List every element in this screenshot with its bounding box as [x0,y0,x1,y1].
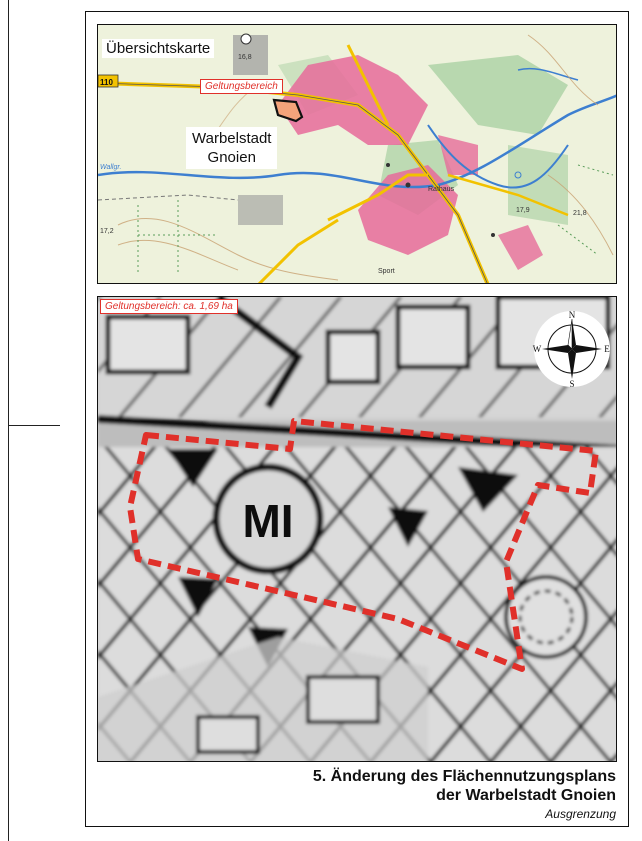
detail-map: MI Geltungsbereich: ca. 1,69 ha N S E W [97,296,617,762]
overview-map-title: Übersichtskarte [102,39,215,58]
town-name-label: Warbelstadt Gnoien [186,127,278,169]
scope-label-overview: Geltungsbereich [200,79,283,94]
town-name-line2: Gnoien [207,149,256,166]
fold-mark [8,425,60,426]
road-number-label: 110 [100,78,113,87]
compass-west-label: W [533,344,542,354]
place-label: Rathaus [428,186,455,193]
compass-south-label: S [569,379,574,389]
compass-north-label: N [569,310,576,320]
zone-label-mi: MI [242,495,293,547]
scope-label-detail: Geltungsbereich: ca. 1,69 ha [100,299,238,314]
spot-height-label: 16,8 [238,54,252,61]
detail-map-graphic: MI [98,297,616,761]
town-name-line1: Warbelstadt [192,130,272,147]
place-label: Sport [378,268,395,275]
spot-height-label: 17,2 [100,228,114,235]
plan-subtitle: Ausgrenzung [545,807,616,821]
north-arrow-icon: N S E W [533,310,611,389]
overview-map: 16,8 17,2 21,8 17,9 Sport Rathaus Wallgr… [97,24,617,284]
frame-border-line [8,0,9,841]
spot-height-label: 21,8 [573,210,587,217]
compass-rose: N S E W [532,309,612,389]
spot-height-label: 17,9 [516,207,530,214]
plan-title-line2: der Warbelstadt Gnoien [436,787,616,804]
place-label: Wallgr. [100,164,121,171]
plan-title-line1: 5. Änderung des Flächennutzungsplans [312,768,616,785]
overview-map-graphic: 16,8 17,2 21,8 17,9 Sport Rathaus Wallgr… [98,25,616,283]
compass-east-label: E [604,344,610,354]
